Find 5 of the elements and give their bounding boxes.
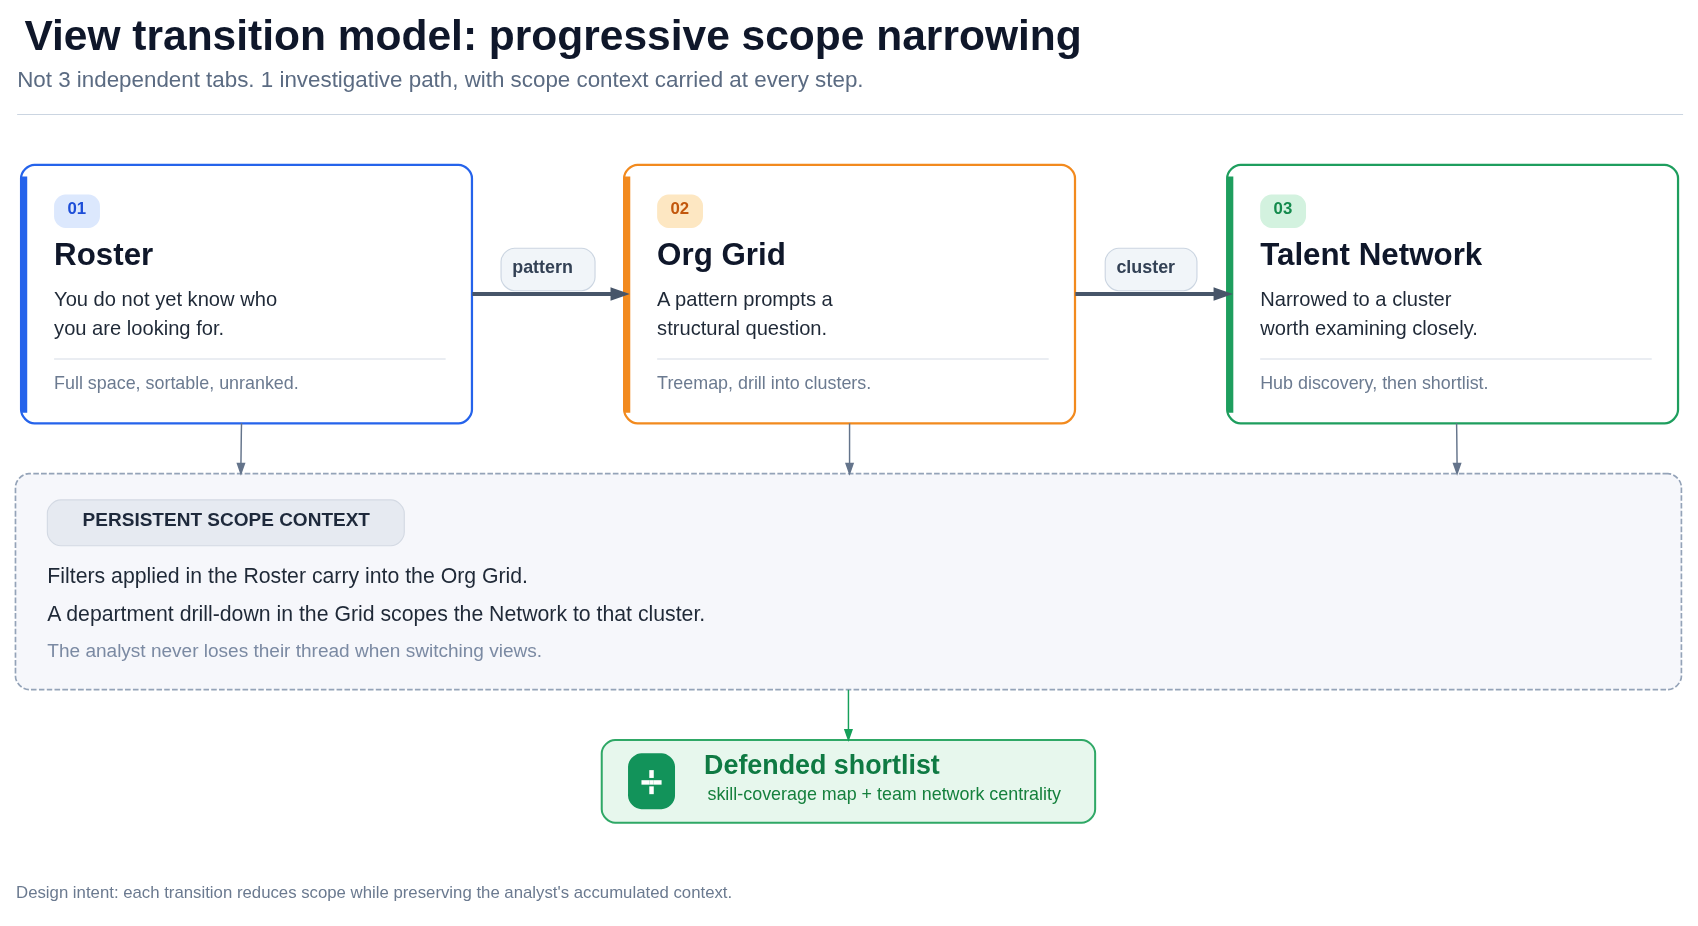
- edge-label: pattern: [512, 256, 573, 277]
- edge-label: cluster: [1116, 256, 1176, 277]
- label: Design intent: each transition reduces scope while preserving the analyst's accumulated context.: [16, 882, 733, 902]
- diagram-title: View transition model: progressive scope narrowing: [24, 12, 1082, 60]
- label: Not 3 independent tabs. 1 investigative path, with scope context carried at every step.: [17, 67, 864, 93]
